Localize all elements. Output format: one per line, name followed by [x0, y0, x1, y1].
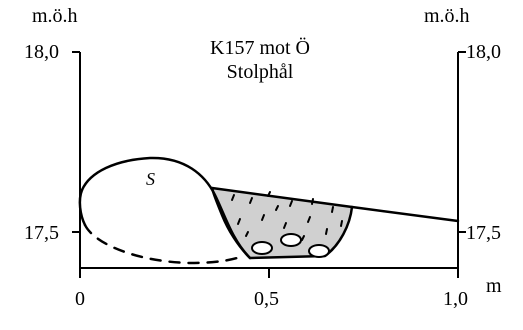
bottom-tick-0: 0 [75, 288, 85, 310]
left-unit-label: m.ö.h [32, 5, 78, 27]
left-tick-top: 18,0 [24, 41, 59, 63]
title-line-2: Stolphål [226, 61, 294, 83]
right-tick-bottom: 17,5 [466, 222, 501, 244]
bottom-tick-half: 0,5 [254, 288, 279, 310]
right-unit-label: m.ö.h [424, 5, 470, 27]
left-tick-bottom: 17,5 [24, 222, 59, 244]
stone-outline [80, 156, 252, 260]
bottom-tick-1: 1,0 [443, 288, 468, 310]
right-tick-top: 18,0 [466, 41, 501, 63]
small-stone-1 [251, 241, 273, 255]
small-stone-3 [308, 244, 330, 258]
small-stone-2 [280, 233, 302, 247]
right-axis [457, 51, 466, 268]
left-axis [72, 51, 81, 268]
bottom-axis [79, 267, 459, 278]
stone-left-edge [78, 188, 87, 227]
ground-surface-line [350, 205, 460, 223]
title-line-1: K157 mot Ö [210, 37, 310, 59]
bottom-unit-label: m [486, 275, 502, 297]
stone-symbol: S [146, 169, 155, 189]
stone-dashed-outline [83, 223, 242, 265]
fill-speckles [231, 191, 343, 241]
